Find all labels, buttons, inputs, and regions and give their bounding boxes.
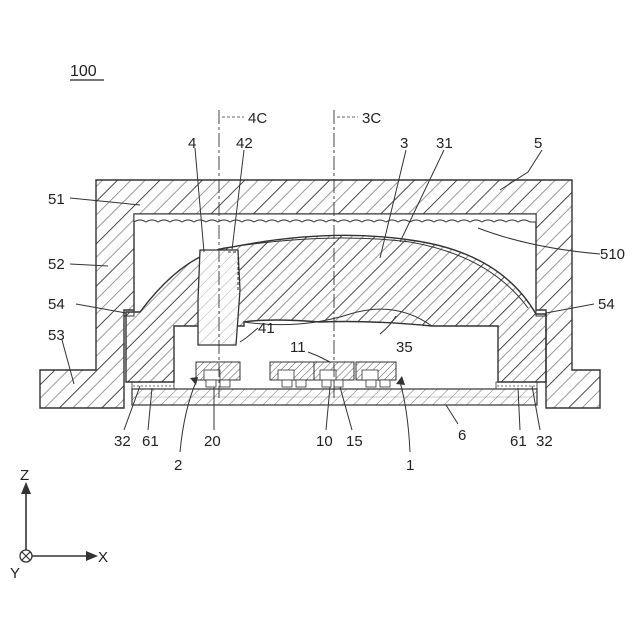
label-5: 5 <box>534 135 542 152</box>
label-31: 31 <box>436 135 453 152</box>
label-6: 6 <box>458 427 466 444</box>
diffusing-surface <box>134 214 536 222</box>
label-41: 41 <box>258 320 275 337</box>
label-32-left: 32 <box>114 433 131 450</box>
label-61-right: 61 <box>510 433 527 450</box>
label-52: 52 <box>48 256 65 273</box>
label-32-right: 32 <box>536 433 553 450</box>
label-53: 53 <box>48 327 65 344</box>
x-axis-arrow-icon <box>86 551 98 561</box>
axis-label-x: X <box>98 549 108 566</box>
section-mark-3c: 3C <box>362 110 381 127</box>
label-54-right: 54 <box>598 296 615 313</box>
led-module-1 <box>270 362 396 387</box>
label-54-left: 54 <box>48 296 65 313</box>
label-3: 3 <box>400 135 408 152</box>
section-mark-4c: 4C <box>248 110 267 127</box>
label-15: 15 <box>346 433 363 450</box>
light-guide <box>126 235 546 382</box>
led-module-2 <box>196 362 240 387</box>
label-1: 1 <box>406 457 414 474</box>
label-4: 4 <box>188 135 196 152</box>
label-61-left: 61 <box>142 433 159 450</box>
label-20: 20 <box>204 433 221 450</box>
label-2: 2 <box>174 457 182 474</box>
coordinate-axes: Z X Y <box>10 467 108 582</box>
axis-label-y: Y <box>10 565 20 582</box>
axis-label-z: Z <box>20 467 29 484</box>
label-10: 10 <box>316 433 333 450</box>
label-35: 35 <box>396 339 413 356</box>
label-42: 42 <box>236 135 253 152</box>
figure-title: 100 <box>70 63 97 80</box>
label-510: 510 <box>600 246 625 263</box>
adhesive-right <box>496 382 537 389</box>
label-51: 51 <box>48 191 65 208</box>
adhesive-left <box>132 382 174 389</box>
label-11: 11 <box>290 339 306 356</box>
